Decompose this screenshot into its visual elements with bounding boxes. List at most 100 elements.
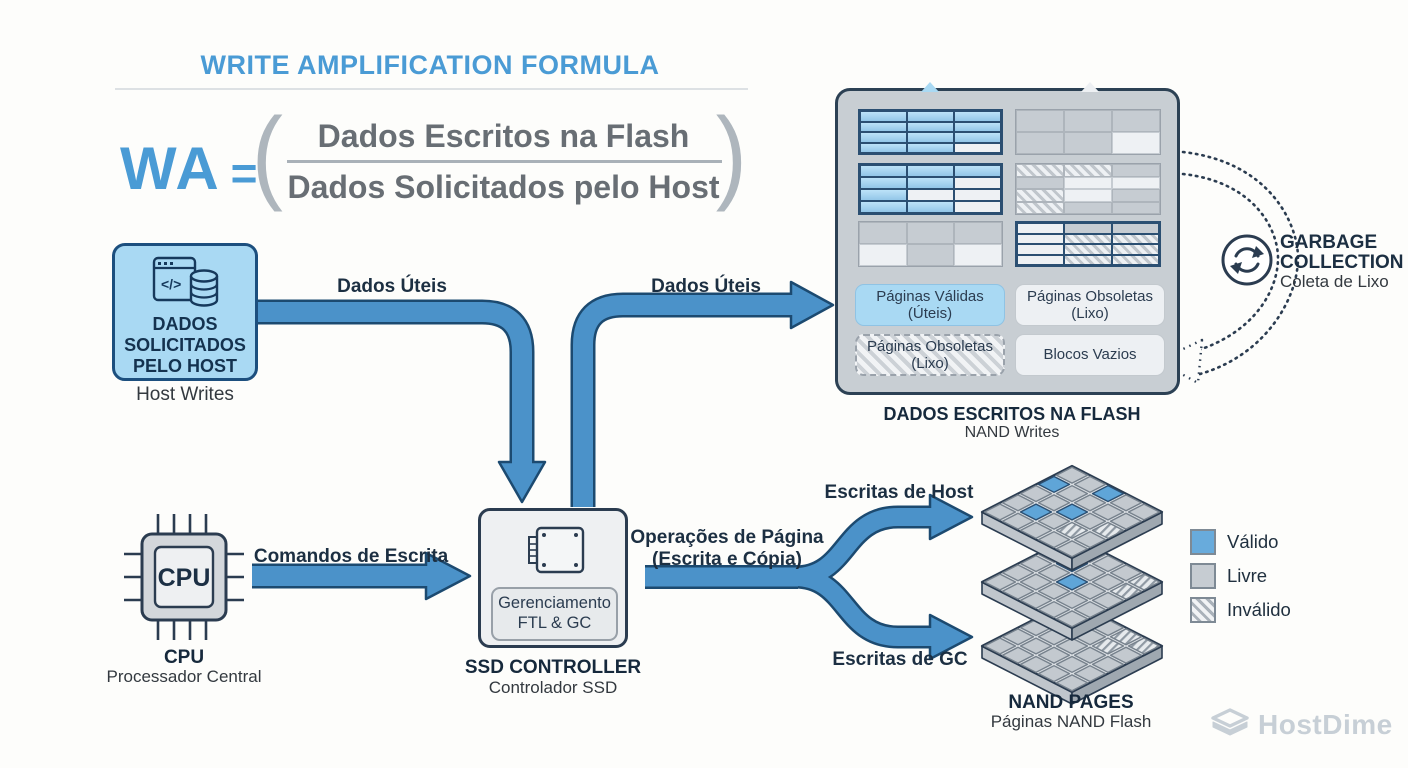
flash-page-cell — [860, 201, 907, 213]
flash-page-cell — [907, 165, 954, 177]
host-caption: Host Writes — [136, 384, 234, 405]
flash-page-cell — [860, 132, 907, 143]
legend-item-valid: Válido — [1190, 528, 1291, 555]
arrow-controller-to-flash — [570, 280, 835, 507]
host-writes-box: </> DADOS SOLICITADOS PELO HOST — [112, 243, 258, 381]
flash-page-cell — [954, 111, 1001, 122]
formula-lhs: WA= — [120, 134, 258, 203]
host-box-title: DADOS SOLICITADOS PELO HOST — [124, 314, 246, 377]
legend-label-invalid: Inválido — [1227, 598, 1291, 620]
flash-page-cell — [954, 121, 1001, 132]
flash-page-cell — [954, 244, 1002, 266]
formula-equals: = — [230, 147, 258, 199]
nand-pages-title: NAND PAGES — [1008, 692, 1134, 713]
flash-block-valid-partial — [858, 163, 1003, 215]
flash-page-cell — [906, 244, 955, 266]
legend-label-valid: Válido — [1227, 530, 1279, 552]
flash-page-cell — [859, 222, 907, 244]
flash-page-cell — [860, 142, 907, 153]
formula-paren-close: ) — [715, 97, 747, 213]
pill-paginas-validas: Páginas Válidas (Úteis) — [855, 284, 1005, 326]
flash-page-cell — [1016, 201, 1064, 214]
flash-page-cell — [1112, 189, 1160, 202]
arrow-controller-to-nand-fork — [645, 493, 974, 661]
pill-pointer-white — [1081, 82, 1099, 92]
flash-block-free-1 — [1015, 109, 1161, 155]
flash-page-cell — [954, 201, 1001, 213]
flash-page-cell — [907, 142, 954, 153]
legend-item-free: Livre — [1190, 562, 1291, 589]
label-operacoes-pagina: Operações de Página (Escrita e Cópia) — [630, 527, 824, 571]
legend-swatch-valid — [1190, 528, 1216, 555]
flash-page-cell — [954, 142, 1001, 153]
label-escritas-host: Escritas de Host — [824, 482, 974, 503]
legend-label-free: Livre — [1227, 564, 1268, 586]
formula-wa: WA — [120, 135, 221, 202]
ftl-gc-management-box: Gerenciamento FTL & GC — [491, 587, 618, 641]
cpu-title: CPU — [163, 647, 205, 668]
host-code-database-icon: </> — [152, 256, 219, 307]
flash-page-cell — [907, 121, 954, 132]
flash-page-cell — [907, 177, 954, 189]
flash-page-cell — [1064, 189, 1112, 202]
hostdime-logo-text: HostDime — [1258, 709, 1393, 740]
flash-page-cell — [1112, 176, 1160, 189]
flash-page-cell — [1111, 244, 1159, 255]
flash-written-data-block: Páginas Válidas (Úteis) Páginas Obsoleta… — [835, 82, 1180, 395]
nand-legend: Válido Livre Inválido — [1190, 528, 1291, 623]
flash-page-cell — [1064, 244, 1112, 255]
flash-page-cell — [907, 189, 954, 201]
flash-page-cell — [1017, 223, 1065, 234]
flash-page-cell — [860, 177, 907, 189]
flash-page-cell — [860, 189, 907, 201]
cpu-chip-label: CPU — [158, 564, 211, 592]
ssd-controller-box: Gerenciamento FTL & GC — [478, 508, 628, 648]
flash-page-cell — [1064, 176, 1112, 189]
flash-block-obsolete-mixed — [1015, 163, 1161, 215]
flash-page-cell — [1111, 223, 1159, 234]
flash-page-cell — [907, 132, 954, 143]
pill-paginas-obsoletas-top: Páginas Obsoletas (Lixo) — [1015, 284, 1165, 326]
page-title: WRITE AMPLIFICATION FORMULA — [200, 50, 660, 80]
flash-page-cell — [1064, 223, 1112, 234]
flash-page-cell — [1064, 132, 1112, 154]
label-dados-uteis-2: Dados Úteis — [651, 276, 761, 297]
flash-block-free-2 — [858, 221, 1003, 267]
flash-page-cell — [954, 132, 1001, 143]
flash-page-cell — [1064, 164, 1112, 177]
flash-page-cell — [859, 244, 907, 266]
ssd-controller-title: SSD CONTROLLER — [464, 657, 642, 678]
ssd-controller-caption: Controlador SSD — [488, 678, 618, 697]
flash-page-cell — [954, 165, 1001, 177]
formula-fraction-line — [287, 160, 722, 163]
formula-denominator: Dados Solicitados pelo Host — [287, 169, 720, 205]
hostdime-stack-icon — [1211, 708, 1249, 736]
title-underline — [115, 88, 748, 90]
flash-title: DADOS ESCRITOS NA FLASH — [883, 404, 1141, 424]
flash-page-cell — [954, 177, 1001, 189]
ssd-drive-icon — [528, 526, 585, 574]
flash-page-cell — [954, 222, 1002, 244]
label-escritas-gc: Escritas de GC — [832, 649, 968, 670]
flash-page-cell — [1112, 164, 1160, 177]
flash-block-obsolete-dark — [1015, 221, 1161, 267]
gc-caption: Coleta de Lixo — [1280, 272, 1389, 291]
flash-page-cell — [1016, 132, 1064, 154]
flash-page-cell — [1017, 254, 1065, 265]
flash-page-cell — [1111, 233, 1159, 244]
flash-page-cell — [1064, 110, 1112, 132]
flash-page-cell — [1017, 244, 1065, 255]
flash-page-cell — [907, 111, 954, 122]
legend-swatch-invalid — [1190, 596, 1216, 623]
gc-title: GARBAGE COLLECTION — [1280, 232, 1404, 273]
flash-page-cell — [1016, 189, 1064, 202]
flash-page-cell — [860, 111, 907, 122]
pill-pointer-blue — [921, 82, 939, 92]
flash-page-cell — [907, 201, 954, 213]
flash-page-cell — [860, 121, 907, 132]
pill-paginas-obsoletas-hatch: Páginas Obsoletas (Lixo) — [855, 334, 1005, 376]
flash-page-cell — [1112, 132, 1160, 154]
pill-blocos-vazios: Blocos Vazios — [1015, 334, 1165, 376]
flash-page-cell — [1064, 254, 1112, 265]
